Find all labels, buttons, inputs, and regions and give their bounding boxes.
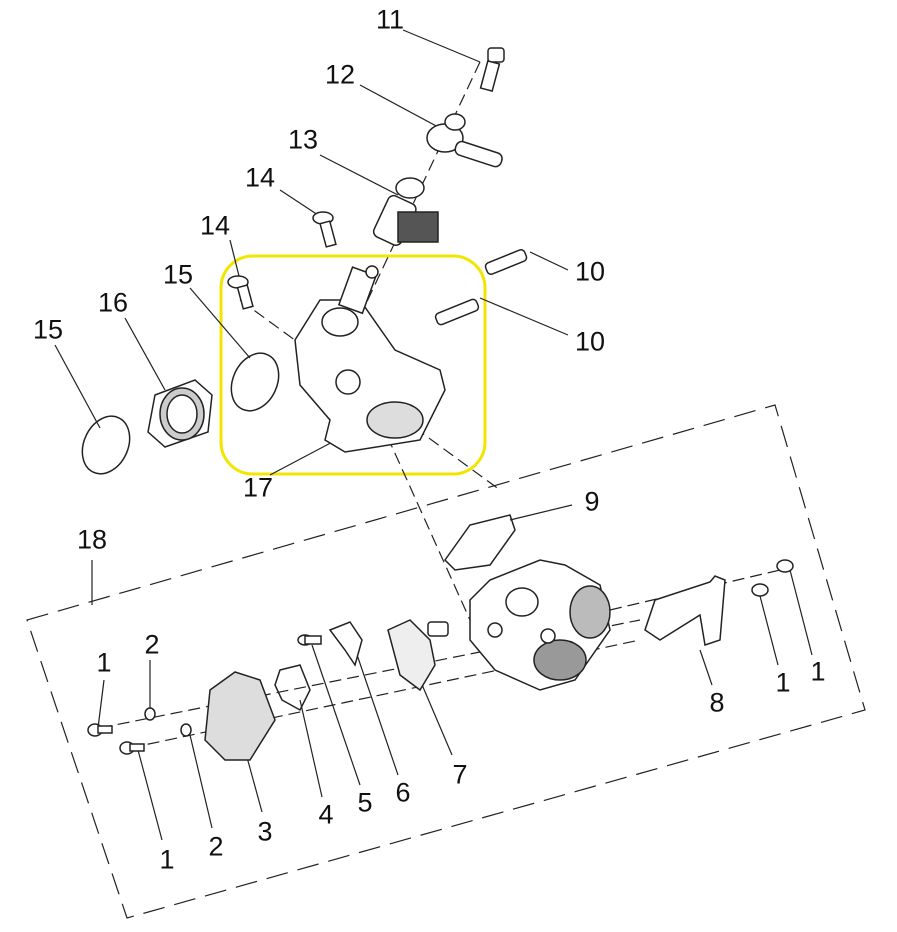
throttle-body-assembly-boundary [26, 404, 866, 919]
washer-2-upper [144, 707, 156, 721]
callout-10: 10 [574, 326, 606, 357]
injector-13 [372, 177, 439, 246]
callout-14: 14 [199, 210, 231, 241]
callout-6: 6 [395, 777, 411, 808]
callout-18: 18 [76, 524, 108, 555]
callout-1: 1 [96, 647, 112, 678]
callout-7: 7 [452, 759, 468, 790]
screw-1-left-a [87, 723, 113, 737]
seal-4 [274, 664, 311, 712]
screw-1-left-b [119, 741, 145, 755]
bolt-11 [479, 47, 505, 92]
callout-10: 10 [574, 256, 606, 287]
callout-14: 14 [244, 162, 276, 193]
callout-1: 1 [775, 667, 791, 698]
bolt-10-upper [484, 249, 528, 275]
callout-5: 5 [357, 787, 373, 818]
callout-8: 8 [709, 687, 725, 718]
clip-6 [328, 621, 363, 667]
screw-1-right-a [751, 583, 769, 597]
fuel-connector-12 [426, 113, 503, 168]
tps-sensor-7 [387, 619, 449, 692]
screw-14-lower [227, 275, 254, 310]
o-ring-15-right [230, 352, 280, 412]
callout-17: 17 [242, 472, 274, 503]
callout-1: 1 [810, 656, 826, 687]
screw-14-upper [312, 211, 337, 248]
screw-5 [297, 634, 322, 646]
parts [81, 47, 794, 761]
callout-15: 15 [32, 314, 64, 345]
washer-2-lower [180, 723, 192, 737]
callout-2: 2 [144, 629, 160, 660]
callout-4: 4 [318, 799, 334, 830]
callout-16: 16 [97, 287, 129, 318]
highlight-box [219, 254, 487, 476]
callout-2: 2 [208, 831, 224, 862]
callout-9: 9 [584, 486, 600, 517]
o-ring-15-left [81, 415, 131, 475]
callout-1: 1 [159, 844, 175, 875]
callout-3: 3 [257, 816, 273, 847]
spacer-16 [147, 379, 213, 448]
cover-3 [204, 671, 276, 761]
throttle-body [469, 559, 611, 691]
screw-1-right-b [776, 559, 794, 573]
intake-manifold-17 [294, 265, 446, 453]
bracket-8 [644, 575, 726, 646]
callout-13: 13 [287, 124, 319, 155]
callout-11: 11 [375, 4, 405, 35]
bolt-10-lower [434, 298, 480, 326]
callout-15: 15 [162, 259, 194, 290]
gasket-9 [444, 514, 516, 571]
callout-12: 12 [324, 59, 356, 90]
